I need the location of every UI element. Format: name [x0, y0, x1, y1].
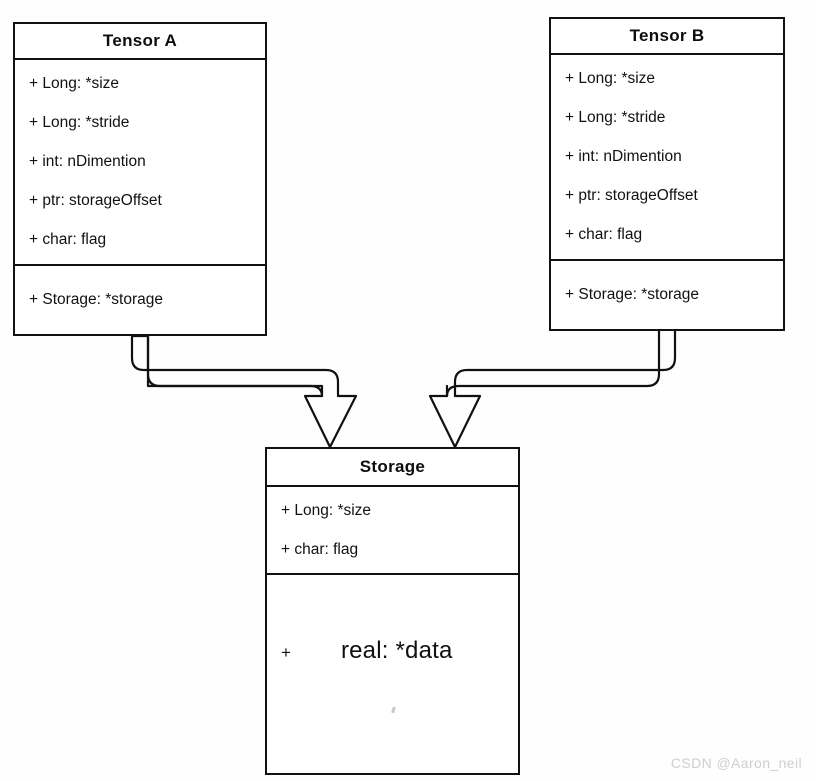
attributes-compartment-tensor-a: + Long: *size + Long: *stride + int: nDi… — [15, 60, 265, 264]
associations-compartment-tensor-a: + Storage: *storage — [15, 264, 265, 334]
attribute-row: + Long: *stride — [29, 113, 130, 131]
class-title-tensor-b: Tensor B — [551, 19, 783, 55]
attribute-row: + ptr: storageOffset — [29, 192, 162, 210]
data-member-row: + real: *data — [267, 637, 518, 665]
attributes-compartment-storage: + Long: *size + char: flag — [267, 487, 518, 573]
attribute-row: + int: nDimention — [29, 153, 146, 171]
data-member-label: real: *data — [340, 637, 453, 664]
class-box-storage[interactable]: Storage + Long: *size + char: flag + rea… — [265, 447, 520, 775]
attribute-row: + Long: *size — [29, 74, 120, 92]
relationship-tensor-a-to-storage — [130, 334, 358, 449]
class-title-tensor-a: Tensor A — [15, 24, 265, 60]
attribute-row: + char: flag — [29, 231, 107, 249]
attribute-row: + ptr: storageOffset — [565, 187, 698, 205]
class-box-tensor-a[interactable]: Tensor A + Long: *size + Long: *stride +… — [13, 22, 267, 336]
attributes-compartment-tensor-b: + Long: *size + Long: *stride + int: nDi… — [551, 55, 783, 259]
attribute-row: + Long: *stride — [565, 108, 666, 126]
watermark-text: CSDN @Aaron_neil — [670, 755, 802, 771]
attribute-row: + Long: *size — [565, 69, 656, 87]
class-title-storage: Storage — [267, 449, 518, 487]
relationship-tensor-b-to-storage — [428, 329, 677, 449]
data-compartment-storage: + real: *data — [267, 573, 518, 773]
class-box-tensor-b[interactable]: Tensor B + Long: *size + Long: *stride +… — [549, 17, 785, 331]
association-row: + Storage: *storage — [29, 291, 163, 309]
association-row: + Storage: *storage — [565, 286, 699, 304]
attribute-row: + char: flag — [565, 226, 643, 244]
attribute-row: + int: nDimention — [565, 148, 682, 166]
attribute-row: + Long: *size — [281, 501, 372, 519]
attribute-row: + char: flag — [281, 540, 359, 558]
relationship-tensor-b-inner-edge — [445, 329, 661, 398]
visibility-marker: + — [281, 643, 291, 662]
associations-compartment-tensor-b: + Storage: *storage — [551, 259, 783, 329]
relationship-tensor-a-inner-edge — [146, 334, 324, 398]
